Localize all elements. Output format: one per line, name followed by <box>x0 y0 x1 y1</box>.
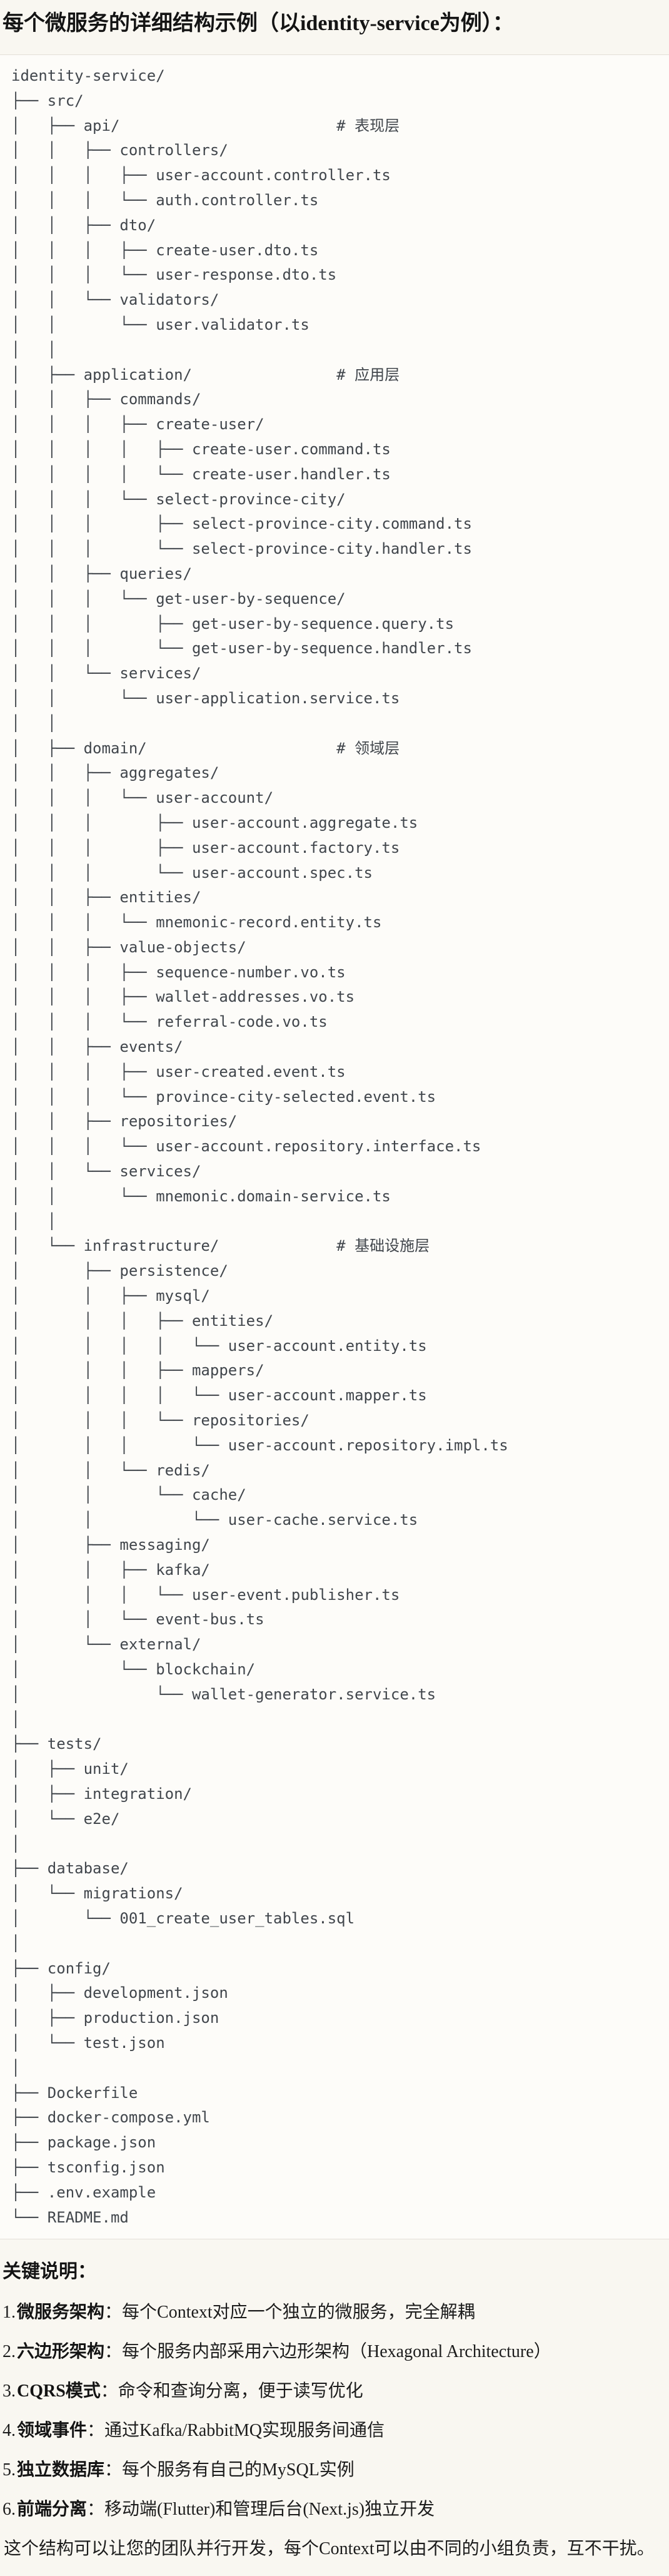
note-text: ：每个服务内部采用六边形架构（Hexagonal Architecture） <box>104 2342 551 2362</box>
notes-heading: 关键说明： <box>3 2261 96 2283</box>
code-block: identity-service/ ├── src/ │ ├── api/ # … <box>0 54 669 2240</box>
closing-paragraph: 这个结构可以让您的团队并行开发，每个Context可以由不同的小组负责，互不干扰… <box>4 2539 655 2559</box>
note-text: ：通过Kafka/RabbitMQ实现服务间通信 <box>87 2421 385 2441</box>
notes-section: 关键说明： 1.微服务架构：每个Context对应一个独立的微服务，完全解耦 2… <box>0 2258 669 2570</box>
note-item: 1.微服务架构：每个Context对应一个独立的微服务，完全解耦 <box>3 2301 663 2324</box>
note-item: 6.前端分离：移动端(Flutter)和管理后台(Next.js)独立开发 <box>3 2498 663 2521</box>
note-number: 6. <box>3 2500 16 2520</box>
note-number: 1. <box>3 2303 16 2323</box>
note-label: 领域事件 <box>17 2421 88 2441</box>
note-item: 2.六边形架构：每个服务内部采用六边形架构（Hexagonal Architec… <box>3 2340 663 2363</box>
note-number: 2. <box>3 2342 16 2362</box>
note-label: CQRS模式 <box>17 2381 101 2401</box>
note-number: 4. <box>3 2421 16 2441</box>
directory-tree: identity-service/ ├── src/ │ ├── api/ # … <box>11 67 508 2226</box>
note-label: 微服务架构 <box>17 2303 105 2323</box>
note-text: ：移动端(Flutter)和管理后台(Next.js)独立开发 <box>87 2500 435 2520</box>
note-text: ：每个Context对应一个独立的微服务，完全解耦 <box>104 2303 475 2323</box>
note-label: 前端分离 <box>17 2500 88 2520</box>
note-number: 5. <box>3 2460 16 2480</box>
note-label: 独立数据库 <box>17 2460 105 2480</box>
note-label: 六边形架构 <box>17 2342 105 2362</box>
note-number: 3. <box>3 2381 16 2401</box>
notes-list: 1.微服务架构：每个Context对应一个独立的微服务，完全解耦 2.六边形架构… <box>3 2301 663 2521</box>
note-text: ：每个服务有自己的MySQL实例 <box>104 2460 355 2480</box>
note-item: 5.独立数据库：每个服务有自己的MySQL实例 <box>3 2458 663 2482</box>
note-item: 4.领域事件：通过Kafka/RabbitMQ实现服务间通信 <box>3 2419 663 2442</box>
note-text: ：命令和查询分离，便于读写优化 <box>100 2381 363 2401</box>
note-item: 3.CQRS模式：命令和查询分离，便于读写优化 <box>3 2380 663 2403</box>
page-title: 每个微服务的详细结构示例（以identity-service为例）： <box>3 12 514 35</box>
